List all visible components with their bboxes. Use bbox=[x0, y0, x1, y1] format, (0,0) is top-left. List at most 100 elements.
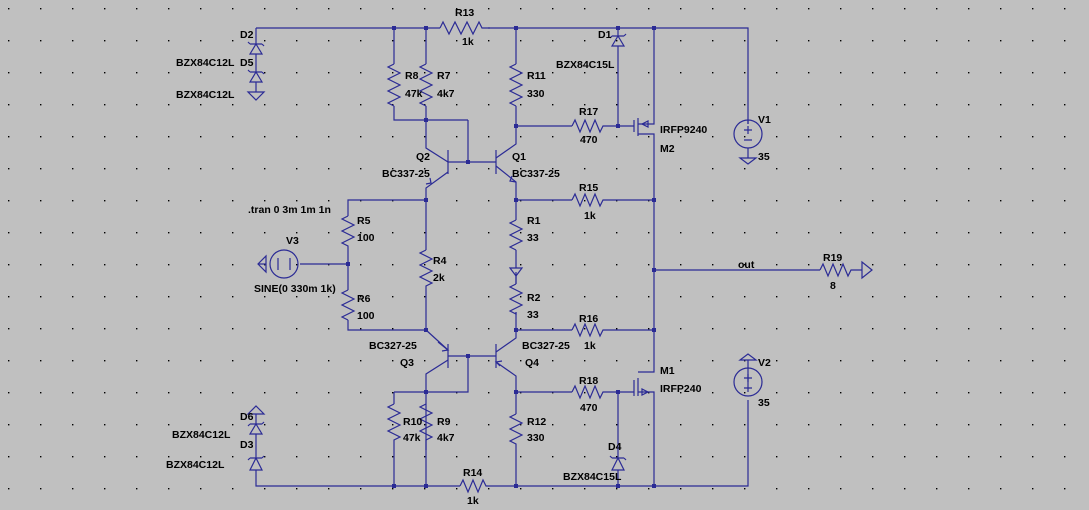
resistor-r12[interactable] bbox=[508, 413, 524, 446]
resistor-r7[interactable] bbox=[418, 63, 434, 107]
label-r11-value: 330 bbox=[527, 88, 545, 100]
resistor-r1[interactable] bbox=[508, 219, 524, 251]
label-r15-value: 1k bbox=[584, 210, 596, 222]
resistor-r18[interactable] bbox=[571, 384, 604, 400]
label-r12-value: 330 bbox=[527, 432, 545, 444]
label-m1-value: IRFP240 bbox=[660, 383, 702, 395]
label-q3-name: Q3 bbox=[400, 357, 414, 369]
resistor-r8[interactable] bbox=[386, 63, 402, 107]
label-r5-name: R5 bbox=[357, 215, 371, 227]
zener-d4-icon[interactable] bbox=[609, 455, 627, 471]
resistor-r13[interactable] bbox=[439, 20, 490, 36]
label-r15-name: R15 bbox=[579, 182, 598, 194]
voltage-source-v1-icon[interactable] bbox=[733, 119, 763, 165]
resistor-r11[interactable] bbox=[508, 63, 524, 107]
transistor-q4-icon[interactable] bbox=[494, 360, 503, 367]
label-d5-value: BZX84C12L bbox=[176, 89, 235, 101]
label-r11-name: R11 bbox=[527, 70, 546, 82]
label-r16-name: R16 bbox=[579, 313, 598, 325]
label-q1-value: BC337-25 bbox=[512, 168, 560, 180]
resistor-r10[interactable] bbox=[386, 403, 402, 450]
label-r8-name: R8 bbox=[405, 70, 419, 82]
label-r9-value: 4k7 bbox=[437, 432, 455, 444]
transistor-q1-icon[interactable] bbox=[509, 175, 517, 183]
transistor-q3-icon[interactable] bbox=[437, 341, 450, 368]
label-r7-name: R7 bbox=[437, 70, 451, 82]
label-d6-name: D6 bbox=[240, 411, 254, 423]
resistor-r16[interactable] bbox=[571, 322, 604, 338]
resistor-r5[interactable] bbox=[340, 215, 356, 250]
label-r1-value: 33 bbox=[527, 232, 539, 244]
label-m2-name: M2 bbox=[660, 143, 675, 155]
label-q4-name: Q4 bbox=[525, 357, 539, 369]
label-q3-value: BC327-25 bbox=[369, 340, 417, 352]
label-r8-value: 47k bbox=[405, 88, 423, 100]
label-d6-value: BZX84C12L bbox=[172, 429, 231, 441]
label-d3-name: D3 bbox=[240, 439, 254, 451]
net-label-out: out bbox=[738, 259, 755, 271]
label-m1-name: M1 bbox=[660, 365, 675, 377]
label-d1-value: BZX84C15L bbox=[556, 59, 615, 71]
label-r9-name: R9 bbox=[437, 416, 451, 428]
label-r19-name: R19 bbox=[823, 252, 842, 264]
resistor-r4[interactable] bbox=[418, 249, 434, 290]
label-r10-name: R10 bbox=[403, 416, 422, 428]
label-r7-value: 4k7 bbox=[437, 88, 455, 100]
label-r6-name: R6 bbox=[357, 293, 371, 305]
label-r18-value: 470 bbox=[580, 402, 598, 414]
label-r2-value: 33 bbox=[527, 309, 539, 321]
label-r10-value: 47k bbox=[403, 432, 421, 444]
label-r13-name: R13 bbox=[455, 7, 474, 19]
resistor-r14[interactable] bbox=[459, 478, 490, 494]
zener-d5-icon[interactable] bbox=[246, 64, 266, 101]
transistor-q2-icon[interactable] bbox=[425, 150, 449, 185]
label-v2-value: 35 bbox=[758, 397, 770, 409]
label-v2-name: V2 bbox=[758, 357, 771, 369]
label-r14-value: 1k bbox=[467, 495, 479, 507]
resistor-r2[interactable] bbox=[508, 283, 524, 315]
zener-d1-icon[interactable] bbox=[609, 33, 627, 58]
zener-d6-icon[interactable] bbox=[246, 405, 266, 446]
zener-d2-icon[interactable] bbox=[247, 40, 265, 64]
label-v1-value: 35 bbox=[758, 151, 770, 163]
label-q2-value: BC337-25 bbox=[382, 168, 430, 180]
resistor-r17[interactable] bbox=[571, 118, 604, 134]
label-q4-value: BC327-25 bbox=[522, 340, 570, 352]
voltage-source-v2-icon[interactable] bbox=[733, 353, 763, 397]
label-r18-name: R18 bbox=[579, 375, 598, 387]
label-r2-name: R2 bbox=[527, 292, 541, 304]
zener-d3-icon[interactable] bbox=[247, 446, 265, 471]
label-d4-name: D4 bbox=[608, 441, 622, 453]
label-r1-name: R1 bbox=[527, 215, 541, 227]
resistor-r15[interactable] bbox=[571, 192, 604, 208]
label-v3-name: V3 bbox=[286, 235, 299, 247]
bias-arrow-icon bbox=[508, 267, 524, 284]
label-r17-value: 470 bbox=[580, 134, 598, 146]
label-r17-name: R17 bbox=[579, 106, 598, 118]
label-q1-name: Q1 bbox=[512, 151, 526, 163]
label-r4-name: R4 bbox=[433, 255, 447, 267]
label-v1-name: V1 bbox=[758, 114, 771, 126]
label-r13-value: 1k bbox=[462, 36, 474, 48]
resistor-r19[interactable] bbox=[819, 262, 852, 278]
mosfet-m1-icon[interactable] bbox=[641, 388, 650, 396]
label-m2-value: IRFP9240 bbox=[660, 124, 707, 136]
sine-source-v3-icon[interactable] bbox=[257, 249, 299, 279]
resistor-r6[interactable] bbox=[340, 289, 356, 321]
label-d5-name: D5 bbox=[240, 57, 254, 69]
label-q2-name: Q2 bbox=[416, 151, 430, 163]
label-r12-name: R12 bbox=[527, 416, 546, 428]
resistor-r9[interactable] bbox=[418, 403, 434, 450]
output-port-icon bbox=[861, 260, 873, 280]
mosfet-m2-icon[interactable] bbox=[640, 120, 649, 128]
label-d2-name: D2 bbox=[240, 29, 254, 41]
label-r5-value: 100 bbox=[357, 232, 375, 244]
label-r16-value: 1k bbox=[584, 340, 596, 352]
spice-directive[interactable]: .tran 0 3m 1m 1n bbox=[248, 204, 331, 216]
label-d3-value: BZX84C12L bbox=[166, 459, 225, 471]
label-r19-value: 8 bbox=[830, 280, 836, 292]
label-d4-value: BZX84C15L bbox=[563, 471, 622, 483]
label-v3-value: SINE(0 330m 1k) bbox=[254, 283, 336, 295]
